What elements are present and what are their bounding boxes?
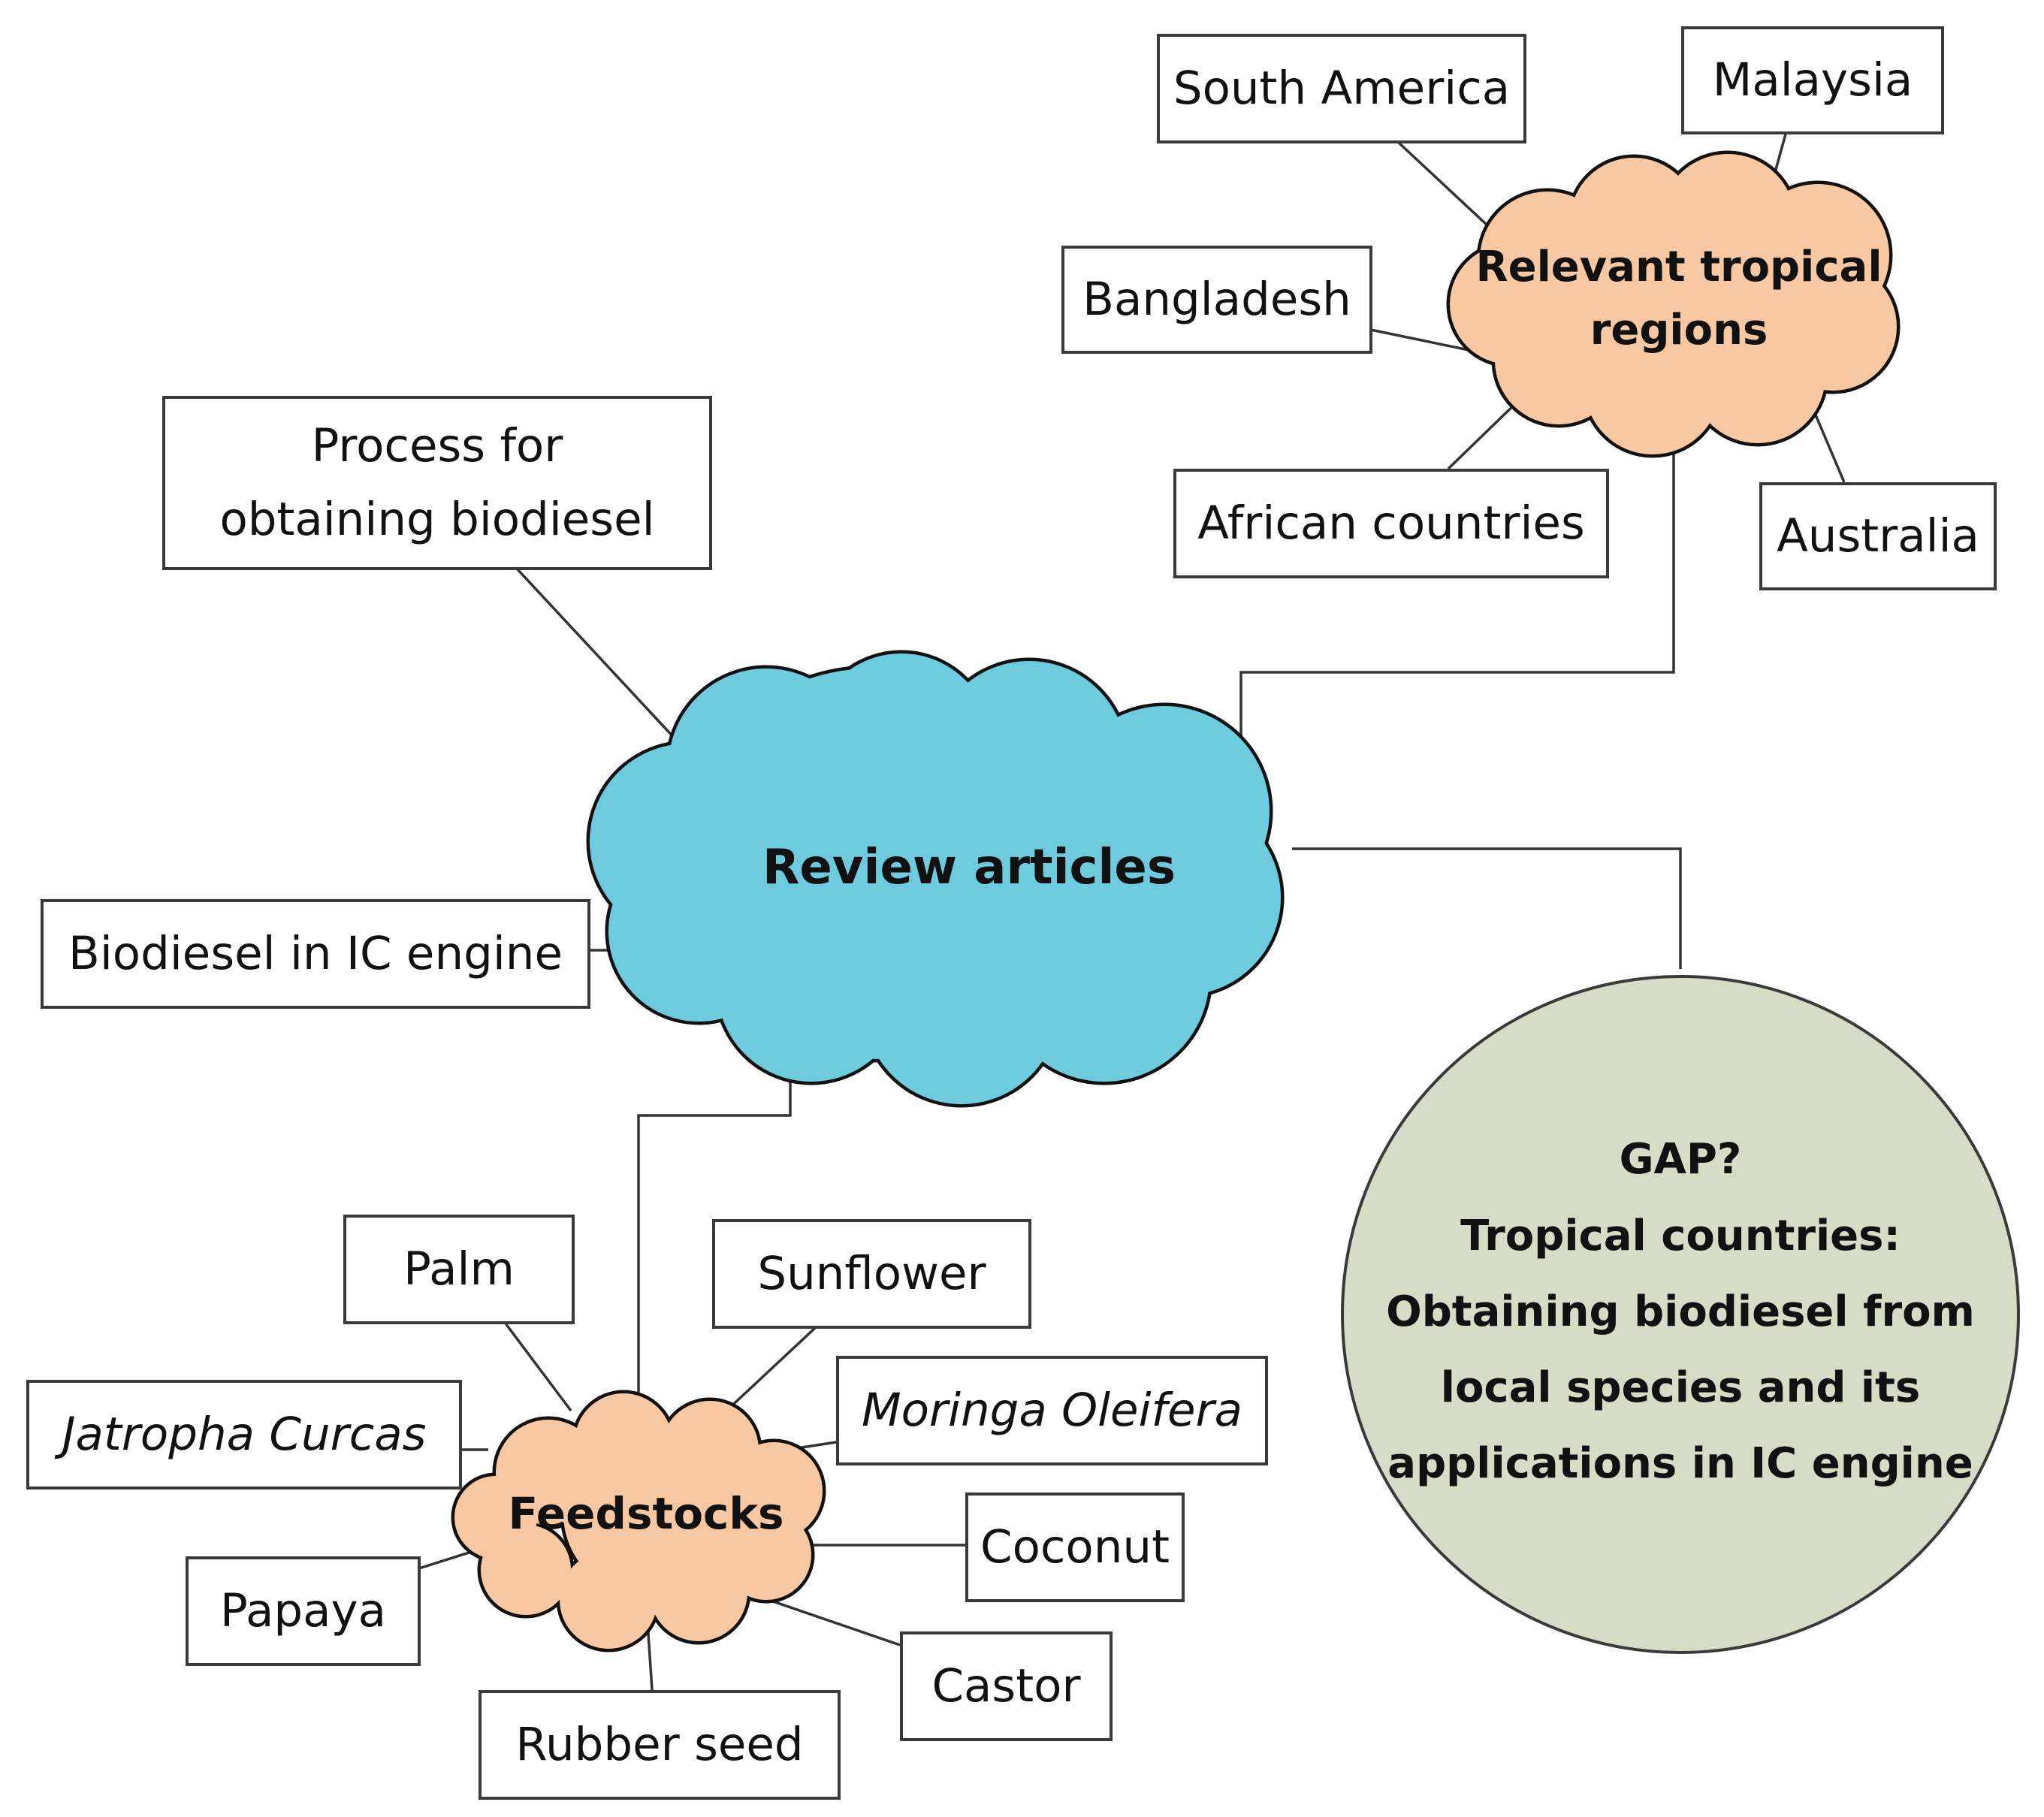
- connector-process: [515, 567, 678, 741]
- cloud-lobe: [1668, 218, 1833, 383]
- feedstock-box-papaya: Papaya: [186, 1556, 421, 1666]
- region-box-malaysia: Malaysia: [1681, 26, 1944, 134]
- cloud-lobe: [454, 1476, 537, 1559]
- region-box-australia: Australia: [1759, 482, 1997, 590]
- relevant-tropical-regions-cloud: [1446, 150, 1901, 458]
- review-articles-cloud: [586, 650, 1285, 1108]
- feedstock-box-sunflower: Sunflower: [712, 1219, 1031, 1329]
- gap-text: Tropical countries: Obtaining biodiesel …: [1386, 1212, 1975, 1488]
- region-box-south-america: South America: [1157, 34, 1526, 143]
- connector-bangladesh: [1366, 327, 1469, 352]
- connector-center-to-gap: [1292, 847, 1682, 969]
- cloud-lobe: [560, 1551, 657, 1649]
- feedstock-box-castor: Castor: [900, 1631, 1113, 1741]
- feedstock-box-rubber-seed: Rubber seed: [479, 1690, 841, 1800]
- connector-south-america: [1397, 141, 1489, 227]
- relevant-tropical-regions-label: Relevant tropical regions: [1475, 243, 1882, 355]
- cloud-lobe: [590, 744, 785, 939]
- connector-sunflower: [723, 1327, 817, 1414]
- feedstocks-cloud: [451, 1390, 826, 1653]
- review-articles-label: Review articles: [762, 840, 1176, 895]
- cloud-lobe: [886, 721, 1187, 1022]
- feedstock-box-coconut: Coconut: [965, 1493, 1185, 1602]
- region-box-bangladesh: Bangladesh: [1061, 246, 1372, 354]
- cloud-lobe: [1450, 244, 1570, 364]
- cloud-lobe: [575, 1393, 672, 1491]
- cloud-lobe: [654, 1465, 774, 1585]
- connector-african-countries: [1447, 397, 1523, 470]
- gap-title: GAP?: [1619, 1134, 1742, 1184]
- feedstock-box-moringa-oleifera: Moringa Oleifera: [836, 1356, 1268, 1465]
- connector-rubber-seed: [646, 1622, 654, 1691]
- feedstock-box-palm: Palm: [343, 1215, 575, 1324]
- engine-box: Biodiesel in IC engine: [41, 899, 590, 1009]
- region-box-african-countries: African countries: [1173, 469, 1609, 578]
- process-box: Process for obtaining biodiesel: [162, 396, 712, 570]
- cloud-lobe: [1570, 158, 1698, 285]
- connector-regions-to-center: [1239, 424, 1675, 744]
- gap-circle: [1341, 975, 2020, 1654]
- connector-palm: [502, 1319, 572, 1412]
- feedstocks-label: Feedstocks: [508, 1488, 784, 1539]
- feedstock-box-jatropha-curcas: Jatropha Curcas: [26, 1380, 462, 1490]
- connector-castor: [750, 1592, 901, 1646]
